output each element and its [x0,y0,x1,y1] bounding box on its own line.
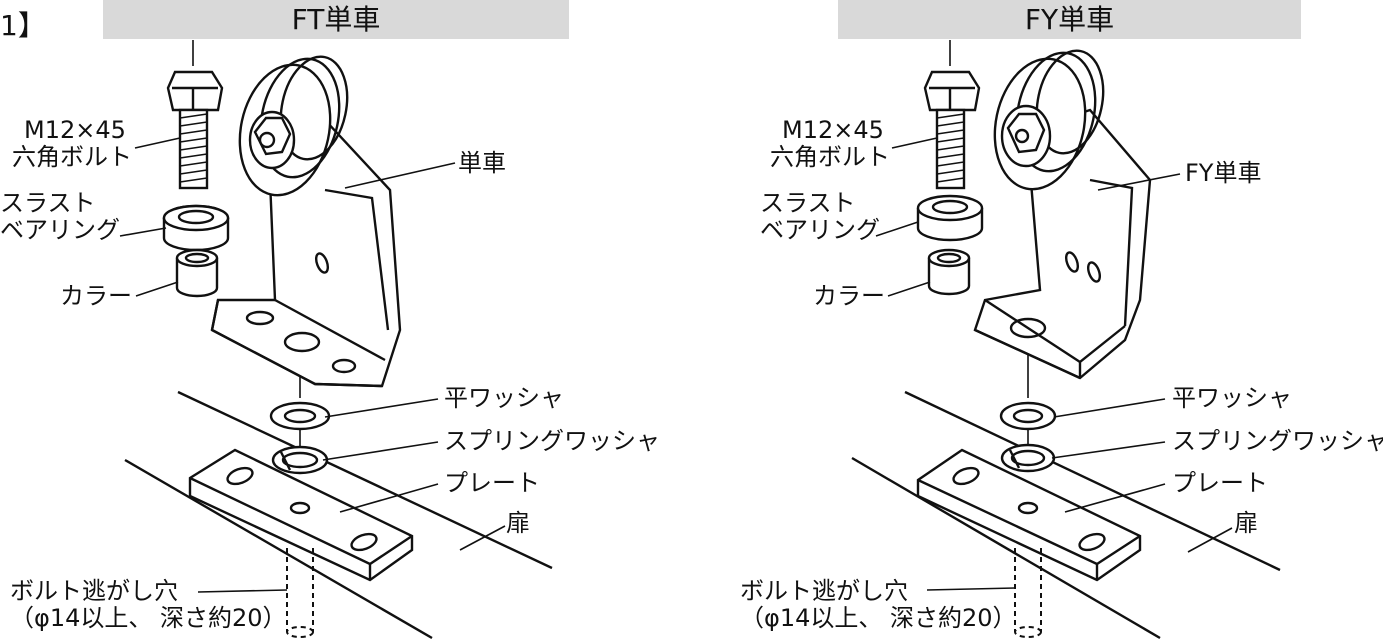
ft-flat-washer-label: 平ワッシャ [444,384,564,412]
fy-collar-label: カラー [813,282,885,310]
panel-title-fy: FY単車 [838,0,1301,39]
figure-number: 1】 [0,9,46,42]
fy-spring-washer-label: スプリングワッシャ [1172,427,1383,455]
fy-wheel-label: FY単車 [1185,159,1262,187]
thrust-line2: ベアリング [0,216,120,244]
bolt-name: 六角ボルト [12,143,132,171]
hole-line2: （φ14以上、 深さ約20） [740,604,1017,632]
flat-washer [269,401,331,431]
ft-assembly-drawing [119,40,553,640]
spring-washer [1000,443,1056,473]
fy-thrust-bearing-label: スラスト ベアリング [760,190,880,244]
fy-door-label: 扉 [1234,509,1258,537]
panel-title-ft: FT単車 [103,0,569,39]
fy-assembly-drawing [851,40,1281,640]
bolt-head [166,70,224,112]
ft-door-label: 扉 [506,509,530,537]
bolt-head [923,70,981,112]
thrust-line1: スラスト [760,189,856,217]
door-bottom-edge [851,456,1161,640]
bolt-name: 六角ボルト [770,143,890,171]
fy-bolt-label: M12×45 六角ボルト [770,117,890,171]
spring-washer [271,445,329,475]
hole-line1: ボルト逃がし穴 [10,577,178,605]
thrust-line2: ベアリング [760,216,880,244]
door-top-edge [904,390,1281,572]
ft-plate-label: プレート [444,469,540,497]
fy-flat-washer-label: 平ワッシャ [1172,384,1292,412]
thrust-line1: スラスト [0,189,96,217]
fy-bolt-hole-label: ボルト逃がし穴 （φ14以上、 深さ約20） [740,578,1017,632]
ft-bolt-label: M12×45 六角ボルト [12,117,132,171]
flat-washer [999,401,1057,431]
bolt-spec: M12×45 [24,116,126,144]
door-top-edge [177,390,553,570]
hole-line1: ボルト逃がし穴 [740,577,908,605]
ft-collar-label: カラー [60,282,132,310]
ft-spring-washer-label: スプリングワッシャ [444,427,660,455]
bolt-spec: M12×45 [782,116,884,144]
door-bottom-edge [124,458,433,640]
plate [916,448,1142,582]
collar [927,258,971,296]
fy-plate-label: プレート [1172,469,1268,497]
hole-line2: （φ14以上、 深さ約20） [10,604,287,632]
collar [175,258,219,298]
ft-wheel-label: 単車 [458,149,506,177]
ft-bolt-hole-label: ボルト逃がし穴 （φ14以上、 深さ約20） [10,578,287,632]
ft-thrust-bearing-label: スラスト ベアリング [0,190,120,244]
